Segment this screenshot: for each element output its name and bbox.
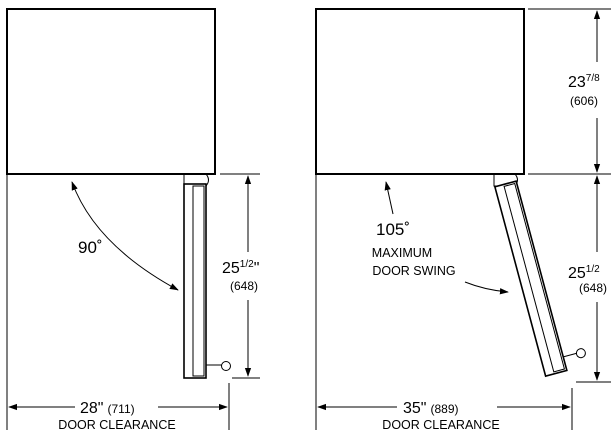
left-swing-angle: 90˚ bbox=[78, 238, 103, 257]
right-swing-angle: 105˚ bbox=[376, 220, 410, 239]
right-door bbox=[493, 180, 586, 378]
right-clearance-inches: 35" bbox=[403, 400, 426, 417]
right-angle-pointer bbox=[384, 181, 394, 215]
left-clearance-label: DOOR CLEARANCE bbox=[58, 418, 175, 432]
right-swing-label-line2: DOOR SWING bbox=[372, 264, 455, 278]
right-height-whole: 23 bbox=[568, 74, 586, 91]
left-depth-fraction: 1/2 bbox=[240, 259, 254, 270]
right-swing-label-line1: MAXIMUM bbox=[372, 246, 432, 260]
svg-text:35"(889): 35" (889) bbox=[403, 400, 459, 417]
right-clearance-label: DOOR CLEARANCE bbox=[382, 418, 499, 432]
left-depth-unit: " bbox=[254, 260, 260, 277]
left-clearance-inches: 28" bbox=[80, 400, 103, 417]
svg-text:28"(711): 28" (711) bbox=[80, 400, 135, 417]
left-depth-mm: (648) bbox=[230, 279, 258, 293]
right-depth-mm: (648) bbox=[579, 281, 607, 295]
svg-text:251/2": 251/2" bbox=[222, 259, 259, 277]
right-clearance-mm: (889) bbox=[430, 402, 458, 416]
left-cabinet bbox=[6, 8, 216, 175]
right-cabinet bbox=[315, 8, 525, 175]
right-door-handle-icon bbox=[575, 348, 586, 359]
right-diagram: 237/8 (606) 251/2 (648) 105˚ MAXIMUM DOO… bbox=[315, 8, 611, 432]
right-height-fraction: 7/8 bbox=[586, 73, 600, 84]
left-diagram: 90˚ 251/2" (648) 28" (711) DOOR CLEARANCE bbox=[6, 8, 260, 432]
svg-text:251/2: 251/2 bbox=[568, 264, 600, 282]
right-swing-pointer bbox=[464, 281, 509, 295]
left-swing-arc bbox=[71, 181, 179, 291]
right-depth-whole: 25 bbox=[568, 265, 586, 282]
right-depth-fraction: 1/2 bbox=[586, 264, 600, 275]
left-depth-whole: 25 bbox=[222, 260, 240, 277]
left-door-handle-icon bbox=[221, 361, 231, 371]
right-height-mm: (606) bbox=[570, 94, 598, 108]
left-clearance-mm: (711) bbox=[107, 402, 134, 416]
left-door bbox=[183, 183, 231, 379]
svg-text:237/8: 237/8 bbox=[568, 73, 600, 91]
